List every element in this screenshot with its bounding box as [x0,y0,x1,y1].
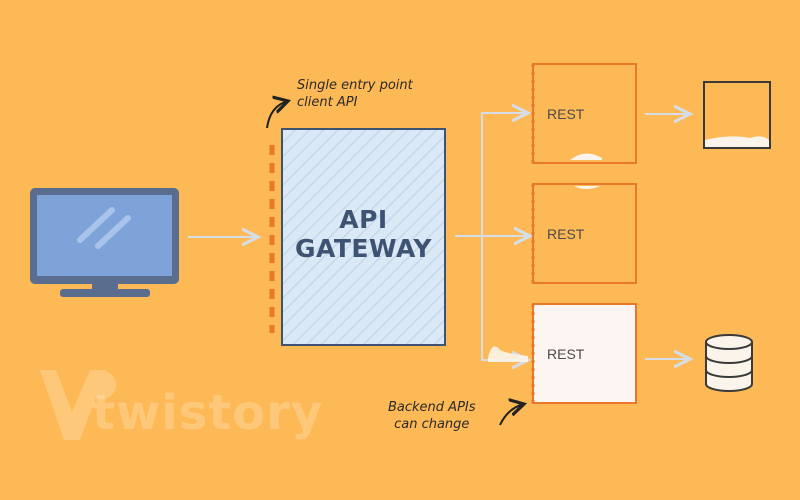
service-box-2 [531,183,637,284]
client-monitor-icon [30,188,179,297]
service-box-1 [531,63,637,164]
twistory-watermark: twistory [92,385,324,441]
backend-apis-note: Backend APIs can change [388,399,476,433]
box-icon [703,81,771,149]
entry-point-note-line2: client API [297,95,358,110]
gateway-to-services-connectors [455,113,530,360]
entry-point-note-line1: Single entry point [297,78,413,93]
api-gateway-box [281,128,446,346]
database-icon [705,334,753,392]
backend-apis-note-line2: can change [394,417,470,432]
service-3-label: REST [547,346,585,362]
service-2-label: REST [547,226,585,242]
gateway-title: API GATEWAY [282,205,445,263]
gateway-title-line1: API [339,205,388,234]
backend-note-arrow [499,404,524,426]
gateway-title-line2: GATEWAY [294,234,433,263]
backend-apis-note-line1: Backend APIs [388,400,476,415]
twistory-logo-icon [40,370,116,440]
service-1-label: REST [547,106,585,122]
entry-point-note: Single entry point client API [297,77,413,111]
entry-note-arrow [266,101,288,129]
service-box-3 [488,303,637,404]
